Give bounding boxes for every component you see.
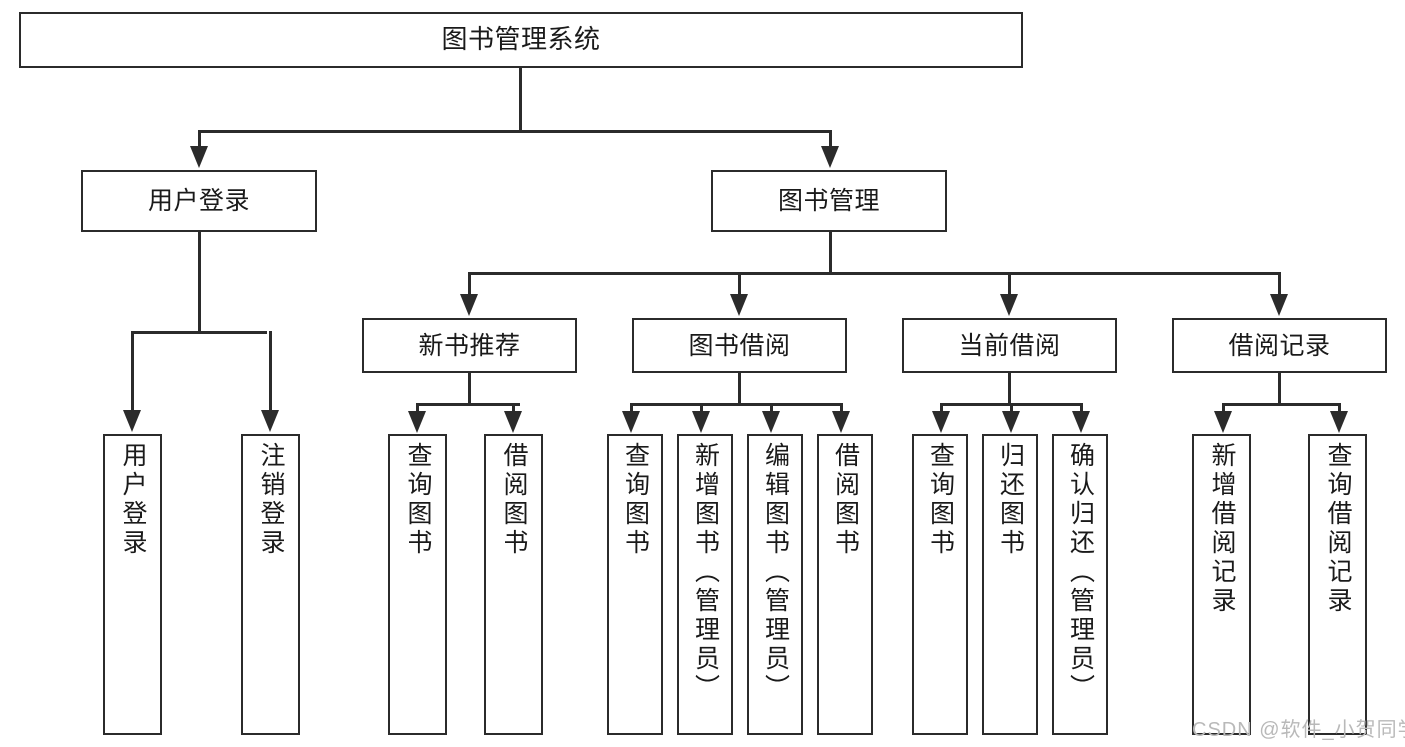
connector-root-bus — [198, 130, 831, 133]
connector-bb-leaf-2 — [700, 403, 703, 413]
node-label: 用户登录 — [119, 442, 147, 558]
node-label: 查询图书 — [621, 442, 650, 558]
leaf-current-borrow-3[interactable]: 确认归还（管理员） — [1052, 434, 1108, 735]
connector-cb-leaf-1 — [940, 403, 943, 413]
node-label: 当前借阅 — [958, 331, 1061, 360]
connector-bb-leaf-3 — [770, 403, 773, 413]
node-label: 查询借阅记录 — [1324, 442, 1352, 616]
leaf-borrow-record-1[interactable]: 新增借阅记录 — [1192, 434, 1251, 735]
leaf-book-borrow-4[interactable]: 借阅图书 — [817, 434, 873, 735]
leaf-borrow-record-2[interactable]: 查询借阅记录 — [1308, 434, 1367, 735]
connector-book-borrow-bus — [630, 403, 842, 406]
arrowhead-to-user-login — [190, 146, 208, 168]
node-label: 借阅图书 — [500, 442, 528, 558]
arrowhead-user-login-leaf-1 — [123, 410, 141, 432]
connector-nbr-leaf-1 — [416, 403, 419, 413]
arrowhead-br-leaf-1 — [1214, 411, 1232, 433]
node-root-book-management-system[interactable]: 图书管理系统 — [19, 12, 1023, 68]
watermark-text: CSDN @软件_小贺同学 — [1192, 719, 1405, 741]
leaf-book-borrow-3[interactable]: 编辑图书（管理员） — [747, 434, 803, 735]
node-label: 查询图书 — [404, 442, 432, 558]
leaf-new-book-recommend-2[interactable]: 借阅图书 — [484, 434, 543, 735]
node-user-login[interactable]: 用户登录 — [81, 170, 317, 232]
connector-to-borrow-record — [1278, 272, 1281, 296]
connector-borrow-record-bus — [1222, 403, 1338, 406]
node-label: 查询图书 — [926, 442, 955, 558]
arrowhead-br-leaf-2 — [1330, 411, 1348, 433]
arrowhead-bb-leaf-4 — [832, 411, 850, 433]
connector-to-current-borrow — [1008, 272, 1011, 296]
connector-br-leaf-1 — [1222, 403, 1225, 413]
connector-root-to-user-login — [198, 130, 201, 148]
arrowhead-user-login-leaf-2 — [261, 410, 279, 432]
leaf-new-book-recommend-1[interactable]: 查询图书 — [388, 434, 447, 735]
leaf-user-login-2[interactable]: 注销登录 — [241, 434, 300, 735]
node-label: 借阅图书 — [831, 442, 860, 558]
leaf-book-borrow-1[interactable]: 查询图书 — [607, 434, 663, 735]
node-label: 图书管理系统 — [441, 24, 601, 55]
node-label: 注销登录 — [257, 442, 285, 558]
node-label: 借阅记录 — [1228, 331, 1331, 360]
connector-nbr-leaf-2 — [512, 403, 515, 413]
node-label: 确认归还（管理员） — [1066, 442, 1095, 703]
arrowhead-cb-leaf-2 — [1002, 411, 1020, 433]
arrowhead-new-book-recommend — [460, 294, 478, 316]
node-label: 新增借阅记录 — [1208, 442, 1236, 616]
connector-bb-leaf-4 — [840, 403, 843, 413]
connector-cb-leaf-2 — [1010, 403, 1013, 413]
connector-bb-leaf-1 — [630, 403, 633, 413]
node-label: 新书推荐 — [418, 331, 521, 360]
connector-borrow-record-stem — [1278, 373, 1281, 405]
arrowhead-cb-leaf-3 — [1072, 411, 1090, 433]
node-book-borrow[interactable]: 图书借阅 — [632, 318, 847, 373]
node-new-book-recommend[interactable]: 新书推荐 — [362, 318, 577, 373]
connector-new-book-recommend-stem — [468, 373, 471, 405]
connector-br-leaf-2 — [1338, 403, 1341, 413]
node-label: 图书管理 — [777, 187, 880, 215]
node-label: 图书借阅 — [688, 331, 791, 360]
leaf-user-login-1[interactable]: 用户登录 — [103, 434, 162, 735]
connector-cb-leaf-3 — [1080, 403, 1083, 413]
connector-root-to-book-management — [829, 130, 832, 148]
arrowhead-bb-leaf-3 — [762, 411, 780, 433]
connector-to-new-book-recommend — [468, 272, 471, 296]
arrowhead-book-borrow — [730, 294, 748, 316]
connector-user-login-bus — [131, 331, 267, 334]
node-label: 归还图书 — [996, 442, 1025, 558]
node-label: 新增图书（管理员） — [691, 442, 720, 703]
leaf-current-borrow-2[interactable]: 归还图书 — [982, 434, 1038, 735]
node-current-borrow[interactable]: 当前借阅 — [902, 318, 1117, 373]
node-label: 编辑图书（管理员） — [761, 442, 790, 703]
node-borrow-record[interactable]: 借阅记录 — [1172, 318, 1387, 373]
arrowhead-to-book-management — [821, 146, 839, 168]
node-label: 用户登录 — [147, 187, 250, 215]
arrowhead-borrow-record — [1270, 294, 1288, 316]
connector-book-borrow-stem — [738, 373, 741, 405]
connector-to-book-borrow — [738, 272, 741, 296]
arrowhead-current-borrow — [1000, 294, 1018, 316]
connector-new-book-recommend-bus — [416, 403, 520, 406]
connector-level3-bus — [468, 272, 1280, 275]
connector-root-stem — [519, 68, 522, 132]
arrowhead-bb-leaf-2 — [692, 411, 710, 433]
arrowhead-bb-leaf-1 — [622, 411, 640, 433]
arrowhead-nbr-leaf-2 — [504, 411, 522, 433]
arrowhead-nbr-leaf-1 — [408, 411, 426, 433]
connector-user-login-to-leaf-2 — [269, 331, 272, 412]
connector-user-login-to-leaf-1 — [131, 331, 134, 412]
connector-book-management-stem — [829, 232, 832, 274]
arrowhead-cb-leaf-1 — [932, 411, 950, 433]
connector-user-login-stem — [198, 232, 201, 333]
node-book-management[interactable]: 图书管理 — [711, 170, 947, 232]
leaf-book-borrow-2[interactable]: 新增图书（管理员） — [677, 434, 733, 735]
connector-current-borrow-stem — [1008, 373, 1011, 405]
leaf-current-borrow-1[interactable]: 查询图书 — [912, 434, 968, 735]
